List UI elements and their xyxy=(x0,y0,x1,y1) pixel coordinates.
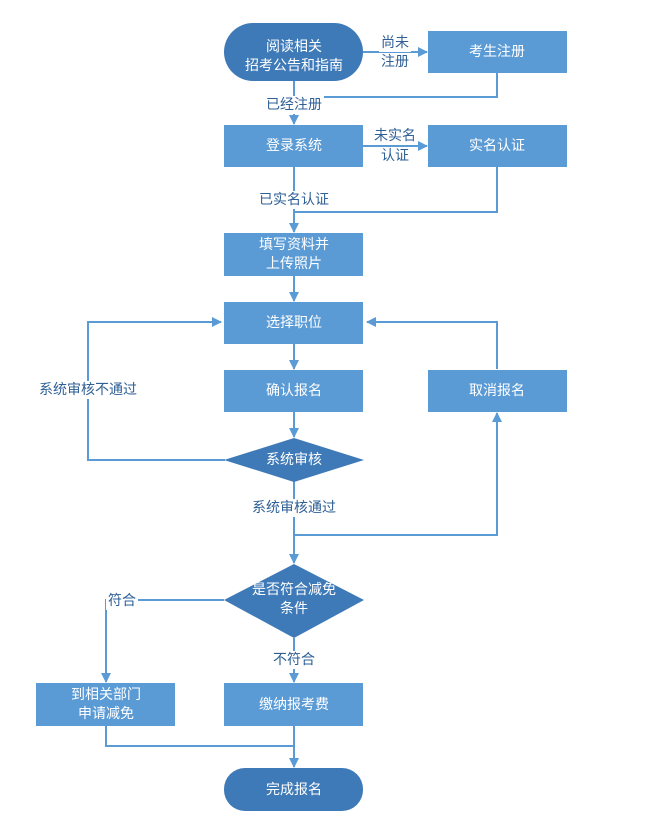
fill-info-box-label-1: 填写资料并 xyxy=(259,237,329,253)
edge-label-not-verified-2: 认证 xyxy=(381,148,409,164)
register-box xyxy=(428,31,567,73)
system-review-decision xyxy=(224,438,364,482)
edge-label-review-pass: 系统审核通过 xyxy=(252,500,336,516)
confirm-box-label: 确认报名 xyxy=(266,383,322,399)
nodes: 阅读相关 招考公告和指南 考生注册 登录系统 实名认证 填写资料并 上传照片 选… xyxy=(36,23,567,811)
edge-label-not-qualified: 不符合 xyxy=(273,652,315,668)
apply-relief-box xyxy=(36,683,175,726)
end-terminal-label: 完成报名 xyxy=(266,782,322,798)
edge-label-backdrop xyxy=(257,191,331,209)
fill-info-box-label-2: 上传照片 xyxy=(266,256,322,272)
edge-label-not-verified-1: 未实名 xyxy=(374,128,416,144)
arrow-cancel-route-up xyxy=(294,412,502,536)
edge-label-backdrop xyxy=(372,127,418,145)
cancel-box xyxy=(428,370,567,412)
edge-label-review-fail: 系统审核不通过 xyxy=(39,382,137,398)
pay-fee-box xyxy=(224,683,363,726)
fill-info-box xyxy=(224,233,363,276)
line-register-back-to-main xyxy=(294,72,498,98)
arrow-eligible-to-relief xyxy=(101,599,224,683)
apply-relief-box-label-1: 到相关部门 xyxy=(71,687,141,703)
edge-label-backdrop xyxy=(379,53,411,71)
confirm-box xyxy=(224,370,363,412)
edge-label-qualified: 符合 xyxy=(108,593,136,609)
select-position-box-label: 选择职位 xyxy=(266,315,322,331)
edge-label-already-verified: 已实名认证 xyxy=(259,192,329,208)
edge-label-backdrop xyxy=(106,592,138,610)
system-review-decision-label: 系统审核 xyxy=(266,452,322,468)
start-terminal-label-1: 阅读相关 xyxy=(266,38,322,55)
eligible-decision xyxy=(224,564,364,638)
real-name-box xyxy=(428,125,567,167)
eligible-decision-label-2: 条件 xyxy=(280,600,308,617)
start-terminal xyxy=(224,23,363,81)
edge-labels: 尚未 注册 已经注册 未实名 认证 已实名认证 系统审核不通过 系统审核通过 符… xyxy=(37,34,418,669)
edge-label-backdrop xyxy=(250,499,338,517)
apply-relief-box-label-2: 申请减免 xyxy=(78,706,134,722)
edge-label-already-registered: 已经注册 xyxy=(266,97,322,113)
real-name-box-label: 实名认证 xyxy=(469,138,525,154)
edge-label-backdrop xyxy=(379,34,411,52)
login-box-label: 登录系统 xyxy=(266,138,322,154)
eligible-decision-label-1: 是否符合减免 xyxy=(252,582,336,598)
line-relief-to-complete xyxy=(105,726,294,747)
login-box xyxy=(224,125,363,167)
edge-label-not-registered-2: 注册 xyxy=(381,54,409,70)
end-terminal xyxy=(224,768,363,811)
edge-label-backdrop xyxy=(264,96,324,114)
start-terminal-label-2: 招考公告和指南 xyxy=(245,58,343,74)
edge-label-backdrop xyxy=(379,147,411,165)
line-realname-back-to-main xyxy=(294,166,498,213)
connectors xyxy=(87,47,502,768)
cancel-box-label: 取消报名 xyxy=(469,383,525,399)
edge-label-backdrop xyxy=(271,651,317,669)
edge-label-not-registered-1: 尚未 xyxy=(381,35,409,51)
register-box-label: 考生注册 xyxy=(469,44,525,60)
edge-label-backdrop xyxy=(37,381,139,399)
select-position-box xyxy=(224,302,363,344)
pay-fee-box-label: 缴纳报考费 xyxy=(259,697,329,713)
arrow-cancel-to-select xyxy=(366,317,498,369)
